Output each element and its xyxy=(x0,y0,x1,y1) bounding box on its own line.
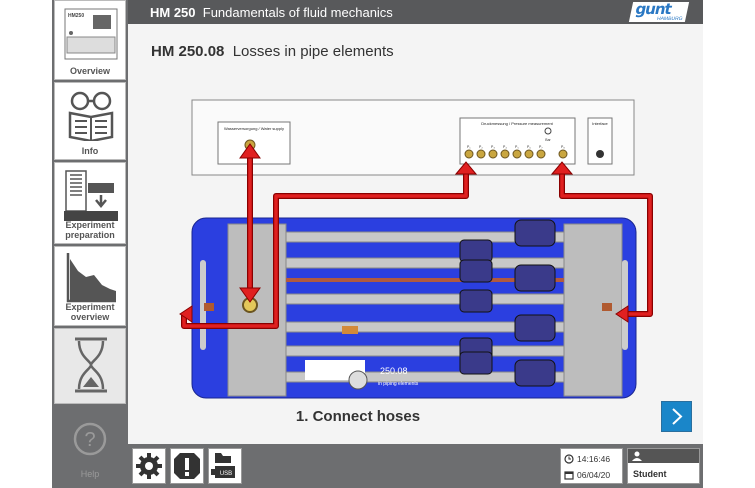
interface-port xyxy=(596,150,604,158)
user-button[interactable]: Student xyxy=(627,448,700,484)
settings-button[interactable] xyxy=(132,448,166,484)
device-illustration: Wasserversorgung / Water supply Druckmes… xyxy=(179,99,653,399)
port-label: P₅ xyxy=(515,145,519,149)
gear-icon xyxy=(136,453,162,479)
pipe-sections xyxy=(285,231,565,383)
left-connector xyxy=(204,303,214,311)
alert-icon xyxy=(174,453,200,479)
sidebar-item-experiment-preparation[interactable]: Experiment preparation xyxy=(54,162,126,244)
port-label: P₂ xyxy=(479,145,483,149)
interface-box xyxy=(587,117,613,165)
port-label: P₃ xyxy=(491,145,495,149)
top-bar: HM 250 Fundamentals of fluid mechanics g… xyxy=(128,0,703,24)
sidebar-item-info[interactable]: Info xyxy=(54,82,126,160)
book-glasses-icon xyxy=(68,91,114,141)
sidebar-item-overview[interactable]: HM250 Overview xyxy=(54,0,126,80)
pressure-label: Druckmessung / Pressure measurement xyxy=(481,121,553,126)
sidebar: HM250 Overview Info Experiment preparati… xyxy=(52,0,128,488)
calendar-icon xyxy=(564,471,574,480)
bottom-bar: USB 14:16:46 06/04/20 Student xyxy=(128,444,703,488)
folder-usb-icon: USB xyxy=(211,453,235,478)
svg-text:?: ? xyxy=(84,429,95,451)
thumb-text: HM250 xyxy=(68,13,84,19)
pressure-gauge-icon xyxy=(544,127,552,135)
sidebar-item-experiment-overview[interactable]: Experiment overview xyxy=(54,246,126,326)
help-icon: ? xyxy=(73,422,107,456)
right-connector xyxy=(602,303,612,311)
unit-code: 250.08 xyxy=(380,366,408,376)
right-manifold xyxy=(563,223,623,397)
sidebar-item-timer[interactable] xyxy=(54,328,126,404)
user-header xyxy=(628,449,699,463)
port-label: P₆ xyxy=(527,145,531,149)
unit-label-plate: 250.08 in piping elements xyxy=(305,360,419,390)
user-label: Student xyxy=(633,469,667,479)
app-title-text: Fundamentals of fluid mechanics xyxy=(202,5,393,20)
pressure-ports: P₁ P₂ P₃ P₄ P₅ P₆ P₇ P₈ xyxy=(464,145,568,159)
water-supply-label: Wasserversorgung / Water supply xyxy=(224,126,284,131)
interface-label: Interface xyxy=(592,121,608,126)
chevron-right-icon xyxy=(672,408,683,425)
bar-label: Bar xyxy=(545,138,551,142)
app-title: HM 250 Fundamentals of fluid mechanics xyxy=(150,5,393,20)
page-code: HM 250.08 xyxy=(151,43,225,60)
gunt-logo: gunt HAMBURG xyxy=(628,0,690,22)
step-caption: 1. Connect hoses xyxy=(295,408,421,425)
page-title-text: Losses in pipe elements xyxy=(232,43,394,60)
alert-button[interactable] xyxy=(170,448,204,484)
preparation-icon xyxy=(64,170,118,221)
help-button[interactable]: ? Help xyxy=(52,405,128,488)
app-code: HM 250 xyxy=(150,5,196,20)
sidebar-item-label: Experiment overview xyxy=(65,302,115,322)
device-thumbnail-icon: HM250 xyxy=(64,8,118,60)
hourglass-icon xyxy=(75,337,107,393)
port-label: P₈ xyxy=(561,145,565,149)
usb-button[interactable]: USB xyxy=(208,448,242,484)
logo-subtext: HAMBURG xyxy=(656,16,684,22)
unit-subtitle: in piping elements xyxy=(378,381,419,387)
sidebar-item-label: Experiment preparation xyxy=(65,220,115,240)
port-label: P₁ xyxy=(467,145,471,149)
page-title: HM 250.08 Losses in pipe elements xyxy=(151,43,394,60)
usb-label: USB xyxy=(220,471,232,477)
port-label: P₇ xyxy=(539,145,543,149)
sidebar-item-label: Info xyxy=(81,146,99,156)
chart-icon xyxy=(66,253,116,303)
user-icon xyxy=(632,451,642,461)
valves xyxy=(459,219,556,387)
clock-display: 14:16:46 06/04/20 xyxy=(560,448,623,484)
arrow-heads xyxy=(179,143,629,323)
clock-icon xyxy=(564,454,574,464)
sidebar-item-label: Overview xyxy=(69,66,111,76)
time-text: 14:16:46 xyxy=(577,454,611,464)
hose-arrows-fill xyxy=(182,148,652,328)
date-text: 06/04/20 xyxy=(577,470,611,480)
next-button[interactable] xyxy=(661,401,692,432)
help-label: Help xyxy=(80,469,100,479)
port-label: P₄ xyxy=(503,145,507,149)
